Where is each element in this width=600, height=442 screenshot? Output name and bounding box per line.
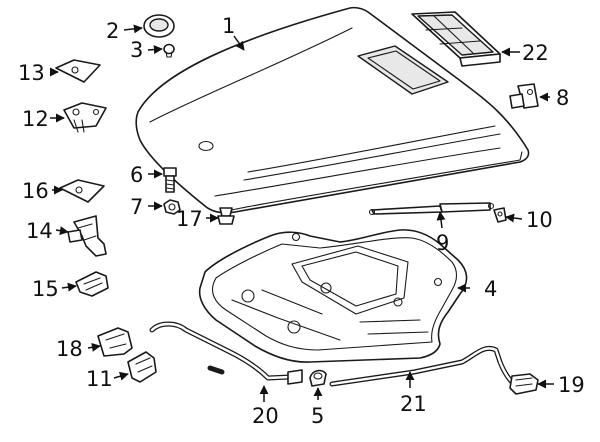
clip-small	[163, 43, 175, 58]
callout-16: 16	[22, 179, 49, 203]
callout-10: 10	[526, 208, 553, 232]
callout-1: 1	[222, 14, 235, 38]
callout-7: 7	[130, 195, 143, 219]
callout-6: 6	[130, 163, 143, 187]
hinge-latch	[75, 271, 109, 297]
support-strut	[368, 202, 495, 216]
callout-19: 19	[558, 373, 585, 397]
callout-14: 14	[26, 219, 53, 243]
callout-5: 5	[311, 404, 324, 428]
hinge-assembly	[67, 215, 107, 257]
storage-tray	[411, 11, 501, 67]
insulator-pad	[198, 229, 468, 363]
nut	[163, 199, 181, 215]
callout-11: 11	[86, 367, 113, 391]
callout-13: 13	[18, 61, 45, 85]
callout-9: 9	[436, 231, 449, 255]
hood-panel	[135, 6, 530, 214]
hinge-plate-upper	[55, 59, 101, 83]
callout-17: 17	[176, 207, 203, 231]
latch-cable	[329, 346, 515, 387]
callout-3: 3	[130, 38, 143, 62]
hinge-bracket	[63, 102, 107, 133]
callout-12: 12	[22, 107, 49, 131]
callout-20: 20	[252, 404, 279, 428]
callout-8: 8	[556, 86, 569, 110]
callout-15: 15	[32, 277, 59, 301]
hinge-plate-lower	[59, 179, 105, 203]
callout-21: 21	[400, 392, 427, 416]
release-cable	[149, 321, 303, 385]
lock-bracket	[127, 351, 157, 383]
callout-numbers: 1 2 3 4 5 6 7 8 9 10 11 12 13 14 15 16 1…	[18, 14, 585, 428]
callout-4: 4	[484, 277, 497, 301]
striker-bracket	[509, 83, 539, 109]
callout-2: 2	[106, 19, 119, 43]
bolt	[163, 167, 177, 193]
bumper-stop	[217, 207, 235, 225]
latch-assembly	[509, 373, 539, 395]
callout-18: 18	[56, 337, 83, 361]
strut-clip	[493, 207, 507, 223]
callout-22: 22	[522, 41, 549, 65]
leader-lines	[49, 24, 554, 402]
grommet	[309, 369, 327, 387]
emblem-badge	[143, 14, 175, 38]
latch-bracket	[97, 327, 133, 357]
